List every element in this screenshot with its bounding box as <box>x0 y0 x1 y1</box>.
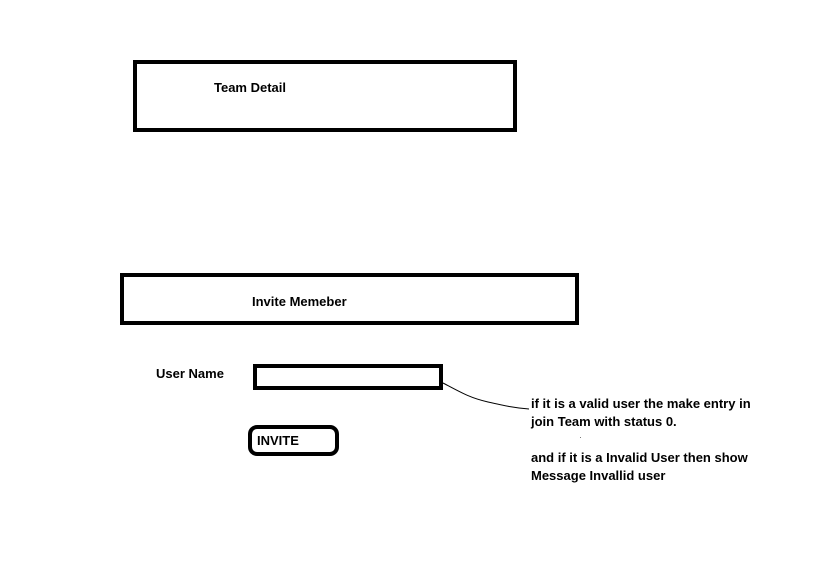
stray-dot <box>580 437 581 438</box>
invalid-user-note-line: and if it is a Invalid User then show <box>531 450 748 465</box>
team-detail-title: Team Detail <box>214 80 287 95</box>
invalid-user-note-line: Message Invallid user <box>531 468 666 483</box>
username-input[interactable] <box>253 364 443 390</box>
username-label: User Name <box>156 366 224 381</box>
invite-member-panel: Invite Memeber <box>120 273 579 325</box>
invite-button[interactable]: INVITE <box>248 425 339 456</box>
valid-user-note-line: if it is a valid user the make entry in <box>531 396 751 411</box>
valid-user-note-line: join Team with status 0. <box>531 414 677 429</box>
valid-user-note: if it is a valid user the make entry in … <box>531 395 771 431</box>
invalid-user-note: and if it is a Invalid User then show Me… <box>531 449 771 485</box>
team-detail-panel: Team Detail <box>133 60 517 132</box>
invite-member-title: Invite Memeber <box>252 294 347 309</box>
